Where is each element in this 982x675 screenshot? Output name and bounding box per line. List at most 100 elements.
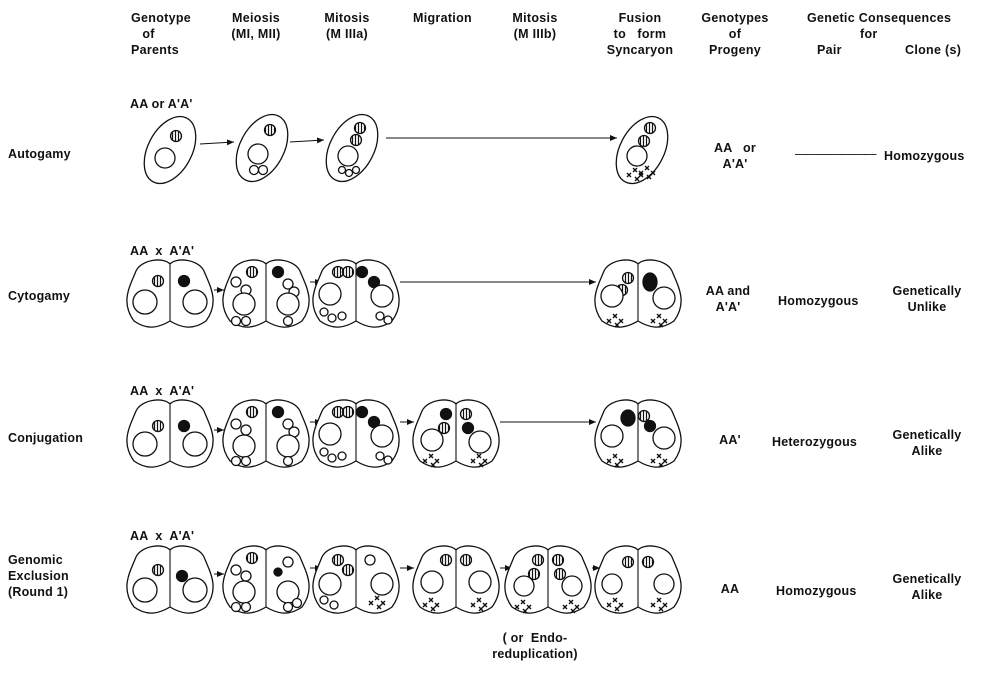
striped-micronucleus — [623, 273, 634, 284]
macronucleus — [421, 429, 443, 451]
black-micronucleus — [357, 407, 368, 418]
macronucleus — [627, 146, 647, 166]
meiotic-product — [231, 565, 241, 575]
macronucleus — [319, 283, 341, 305]
meiotic-product — [328, 454, 336, 462]
meiotic-product — [320, 308, 328, 316]
macronucleus — [233, 581, 255, 603]
meiotic-product — [241, 571, 251, 581]
meiotic-product — [353, 167, 360, 174]
macronucleus — [233, 435, 255, 457]
macronucleus — [155, 148, 175, 168]
meiotic-product — [232, 457, 241, 466]
meiotic-product — [346, 170, 353, 177]
meiotic-product — [376, 312, 384, 320]
meiotic-product — [339, 167, 346, 174]
meiotic-product — [232, 317, 241, 326]
macronucleus — [371, 573, 393, 595]
macronucleus — [602, 574, 622, 594]
black-micronucleus — [179, 421, 190, 432]
striped-micronucleus — [171, 131, 182, 142]
black-micronucleus — [273, 407, 284, 418]
striped-micronucleus — [355, 123, 366, 134]
meiotic-product — [376, 452, 384, 460]
black-micronucleus — [645, 421, 656, 432]
meiotic-product — [320, 596, 328, 604]
striped-micronucleus — [153, 276, 164, 287]
macronucleus — [319, 573, 341, 595]
striped-micronucleus — [333, 555, 344, 566]
meiotic-product — [242, 317, 251, 326]
meiotic-product — [284, 457, 293, 466]
macronucleus — [371, 425, 393, 447]
meiotic-product — [250, 166, 259, 175]
striped-micronucleus — [441, 555, 452, 566]
macronucleus — [133, 290, 157, 314]
macronucleus — [421, 571, 443, 593]
micronucleus — [365, 555, 375, 565]
macronucleus — [133, 578, 157, 602]
meiotic-product — [242, 603, 251, 612]
arrow — [200, 142, 234, 144]
meiotic-product — [242, 457, 251, 466]
meiotic-product — [384, 316, 392, 324]
striped-micronucleus — [343, 407, 354, 418]
striped-micronucleus — [153, 421, 164, 432]
striped-micronucleus — [623, 557, 634, 568]
striped-micronucleus — [639, 411, 650, 422]
meiotic-product — [293, 599, 302, 608]
striped-micronucleus — [247, 553, 258, 564]
meiotic-product — [231, 277, 241, 287]
meiotic-product — [384, 456, 392, 464]
striped-micronucleus — [639, 136, 650, 147]
meiotic-product — [320, 448, 328, 456]
meiotic-product — [338, 312, 346, 320]
striped-micronucleus — [265, 125, 276, 136]
striped-micronucleus — [645, 123, 656, 134]
meiotic-product — [330, 601, 338, 609]
striped-micronucleus — [553, 555, 564, 566]
macronucleus — [654, 574, 674, 594]
macronucleus — [277, 293, 299, 315]
macronucleus — [338, 146, 358, 166]
black-micronucleus — [643, 273, 657, 291]
macronucleus — [469, 431, 491, 453]
meiotic-product — [328, 314, 336, 322]
macronucleus — [514, 576, 534, 596]
black-micronucleus — [441, 409, 452, 420]
black-micronucleus — [357, 267, 368, 278]
macronucleus — [248, 144, 268, 164]
striped-micronucleus — [343, 267, 354, 278]
macronucleus — [653, 287, 675, 309]
striped-micronucleus — [247, 407, 258, 418]
striped-micronucleus — [247, 267, 258, 278]
black-micronucleus — [463, 423, 474, 434]
macronucleus — [183, 290, 207, 314]
striped-micronucleus — [555, 569, 566, 580]
macronucleus — [183, 432, 207, 456]
striped-micronucleus — [533, 555, 544, 566]
black-micronucleus — [273, 267, 284, 278]
small-black-micronucleus — [274, 568, 282, 576]
meiotic-product — [241, 425, 251, 435]
macronucleus — [319, 423, 341, 445]
meiotic-product — [231, 419, 241, 429]
macronucleus — [277, 435, 299, 457]
macronucleus — [469, 571, 491, 593]
meiotic-product — [284, 603, 293, 612]
macronucleus — [371, 285, 393, 307]
meiotic-product — [283, 557, 293, 567]
macronucleus — [233, 293, 255, 315]
small-black-micronucleus — [177, 571, 188, 582]
macronucleus — [601, 285, 623, 307]
meiotic-product — [284, 317, 293, 326]
macronucleus — [183, 578, 207, 602]
macronucleus — [653, 427, 675, 449]
black-micronucleus — [179, 276, 190, 287]
arrow — [290, 140, 324, 142]
meiotic-product — [259, 166, 268, 175]
meiotic-product — [232, 603, 241, 612]
macronucleus — [562, 576, 582, 596]
macronucleus — [601, 425, 623, 447]
